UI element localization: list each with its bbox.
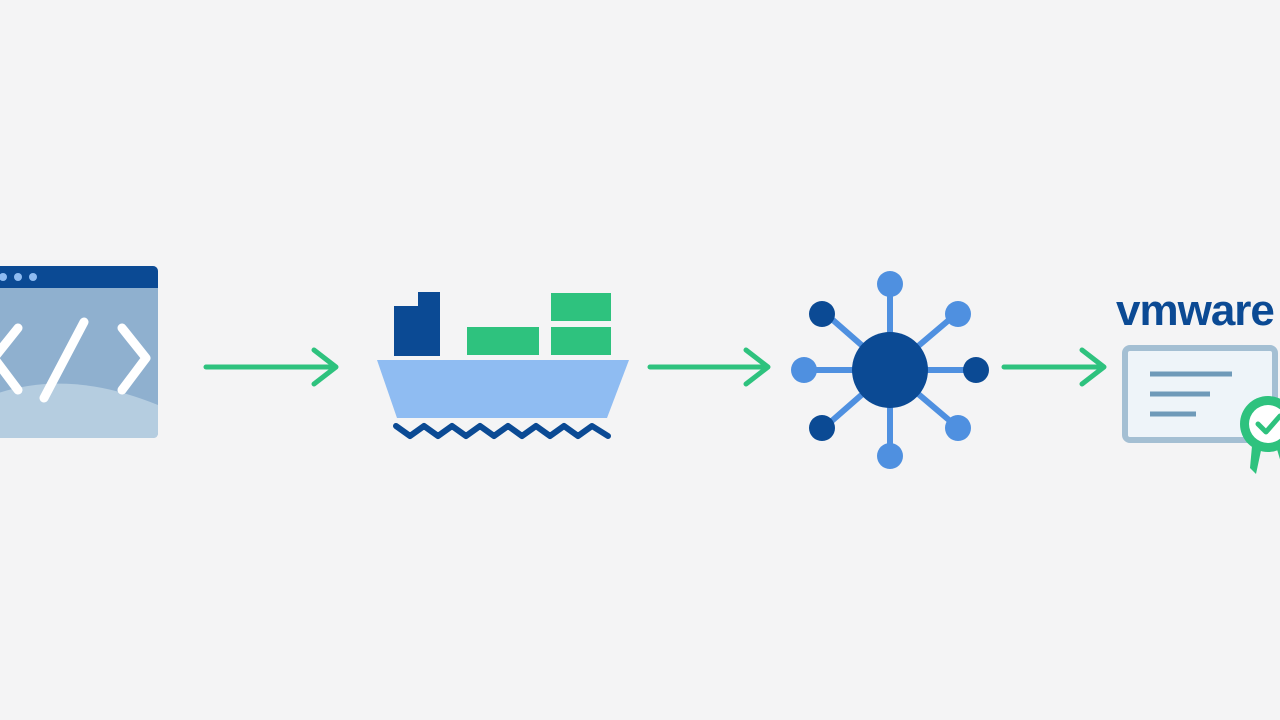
ship-tower bbox=[394, 306, 422, 356]
cargo-container bbox=[551, 327, 611, 355]
vmware-logo: vmware bbox=[1116, 286, 1274, 335]
water-wave-icon bbox=[393, 423, 611, 439]
cargo-container bbox=[467, 327, 539, 355]
container-ship-icon bbox=[377, 292, 629, 439]
angle-right-icon bbox=[117, 323, 151, 395]
hub-node bbox=[945, 415, 971, 441]
arrow-right-icon bbox=[203, 347, 339, 387]
window-dot-icon bbox=[0, 273, 7, 281]
hub-node bbox=[945, 301, 971, 327]
hub-network-icon bbox=[791, 271, 989, 469]
window-dot-icon bbox=[29, 273, 37, 281]
check-badge-icon bbox=[1240, 396, 1280, 474]
arrow-right-icon bbox=[647, 347, 771, 387]
hub-node bbox=[963, 357, 989, 383]
code-window-fade bbox=[0, 383, 158, 438]
checkmark-icon bbox=[1255, 413, 1280, 435]
window-dot-icon bbox=[14, 273, 22, 281]
ship-tower-top bbox=[418, 292, 440, 356]
arrow-right-icon bbox=[1001, 347, 1107, 387]
slash-icon bbox=[39, 317, 89, 403]
ship-hull bbox=[377, 360, 629, 418]
code-window-icon bbox=[0, 266, 158, 438]
hub-node bbox=[809, 301, 835, 327]
hub-node bbox=[877, 271, 903, 297]
angle-left-icon bbox=[0, 323, 23, 395]
cargo-container bbox=[551, 293, 611, 321]
hub-node bbox=[791, 357, 817, 383]
hub-node bbox=[809, 415, 835, 441]
hub-node bbox=[877, 443, 903, 469]
certificate-icon bbox=[1122, 345, 1280, 474]
